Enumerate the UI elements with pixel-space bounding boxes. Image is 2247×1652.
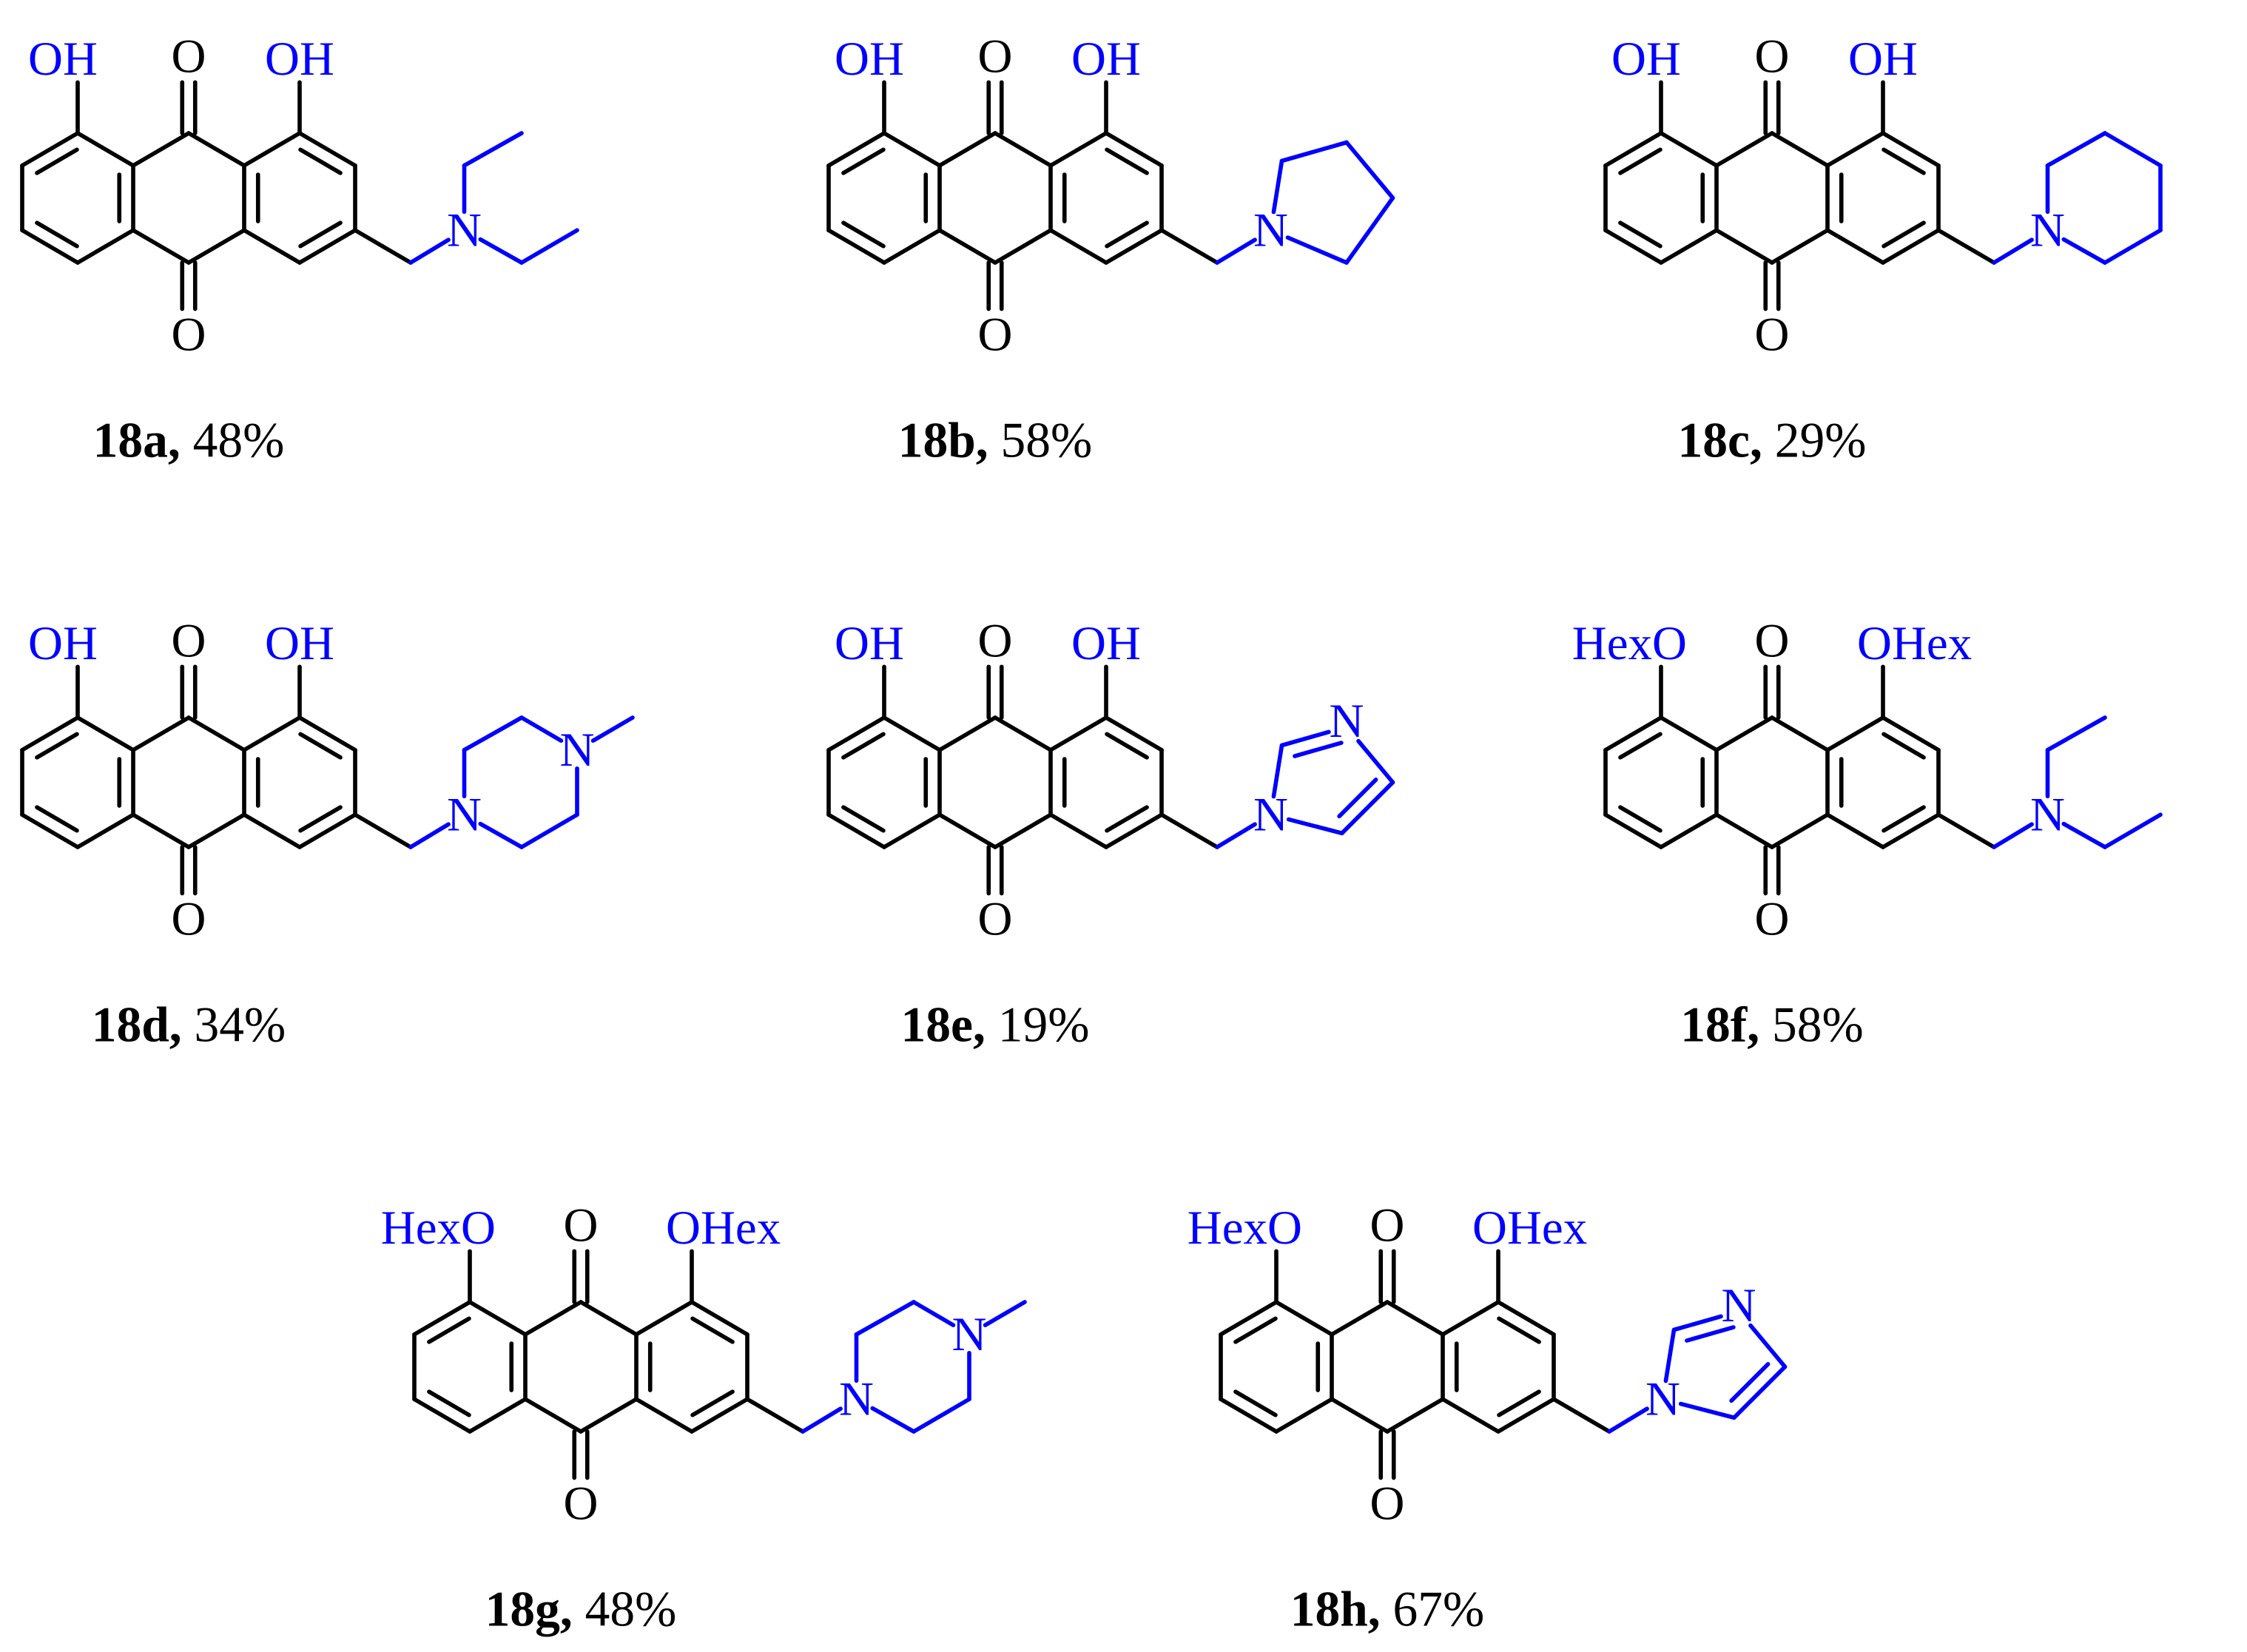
carbonyl-oxygen-top: O xyxy=(564,1198,599,1252)
caption-separator: , xyxy=(1368,1582,1393,1637)
compound-id: 18h xyxy=(1290,1582,1368,1637)
caption-separator: , xyxy=(169,997,195,1053)
imidazole-nitrogen: N xyxy=(1330,695,1364,748)
carbonyl-oxygen-top: O xyxy=(978,30,1013,83)
compound-yield: 34% xyxy=(195,997,286,1053)
carbonyl-oxygen-bottom: O xyxy=(978,893,1013,946)
caption-separator: , xyxy=(973,997,998,1053)
carbonyl-oxygen-top: O xyxy=(172,614,206,667)
compound-yield: 29% xyxy=(1775,413,1867,468)
compound-yield: 19% xyxy=(998,997,1090,1053)
caption-separator: , xyxy=(1747,997,1772,1053)
oxygen-substituent-left: OH xyxy=(28,33,98,86)
compound-caption: 18d, 34% xyxy=(92,997,286,1053)
oxygen-substituent-left: HexO xyxy=(381,1201,496,1255)
methyl-nitrogen: N xyxy=(952,1308,987,1361)
compound-yield: 48% xyxy=(193,413,285,468)
carbonyl-oxygen-top: O xyxy=(1755,30,1790,83)
carbonyl-oxygen-bottom: O xyxy=(1370,1477,1405,1531)
carbonyl-oxygen-top: O xyxy=(978,614,1013,667)
oxygen-substituent-right: OH xyxy=(1071,33,1141,86)
compound-id: 18c xyxy=(1678,413,1750,468)
imidazole-nitrogen: N xyxy=(1722,1279,1756,1332)
compound-id: 18b xyxy=(898,413,976,468)
amine-nitrogen: N xyxy=(1253,203,1288,257)
compound-id: 18a xyxy=(93,413,168,468)
carbonyl-oxygen-bottom: O xyxy=(172,893,206,946)
amine-nitrogen: N xyxy=(1253,788,1288,841)
compound-yield: 58% xyxy=(1001,413,1093,468)
oxygen-substituent-right: OH xyxy=(265,33,334,86)
oxygen-substituent-right: OH xyxy=(265,617,334,670)
carbonyl-oxygen-bottom: O xyxy=(978,309,1013,362)
caption-separator: , xyxy=(560,1582,585,1637)
oxygen-substituent-right: OHex xyxy=(666,1201,781,1255)
oxygen-substituent-left: OH xyxy=(1611,33,1681,86)
compound-18b: O O OH OH N 18b, 58% xyxy=(826,30,1395,468)
oxygen-substituent-left: HexO xyxy=(1187,1201,1302,1255)
oxygen-substituent-right: OH xyxy=(1071,617,1141,670)
oxygen-substituent-right: OH xyxy=(1848,33,1918,86)
compound-caption: 18a, 48% xyxy=(93,413,285,468)
oxygen-substituent-left: OH xyxy=(28,617,98,670)
compound-caption: 18h, 67% xyxy=(1290,1582,1485,1637)
amine-nitrogen: N xyxy=(1645,1372,1680,1426)
carbonyl-oxygen-top: O xyxy=(172,30,206,83)
methyl-nitrogen: N xyxy=(560,724,595,777)
caption-separator: , xyxy=(1750,413,1775,468)
compound-18e: O O OH OH NN 18e, 19% xyxy=(826,614,1395,1053)
carbonyl-oxygen-bottom: O xyxy=(1755,893,1790,946)
carbonyl-oxygen-bottom: O xyxy=(564,1477,599,1531)
compound-id: 18g xyxy=(485,1582,561,1637)
carbonyl-oxygen-top: O xyxy=(1370,1198,1405,1252)
compound-caption: 18f, 58% xyxy=(1680,997,1863,1053)
caption-separator: , xyxy=(976,413,1001,468)
oxygen-substituent-right: OHex xyxy=(1472,1201,1587,1255)
oxygen-substituent-right: OHex xyxy=(1857,617,1972,670)
compound-yield: 67% xyxy=(1393,1582,1485,1637)
caption-separator: , xyxy=(168,413,193,468)
carbonyl-oxygen-bottom: O xyxy=(172,309,206,362)
compound-caption: 18e, 19% xyxy=(901,997,1090,1053)
oxygen-substituent-left: OH xyxy=(835,617,904,670)
carbonyl-oxygen-top: O xyxy=(1755,614,1790,667)
compound-yield: 58% xyxy=(1772,997,1864,1053)
oxygen-substituent-left: HexO xyxy=(1572,617,1687,670)
carbonyl-oxygen-bottom: O xyxy=(1755,309,1790,362)
compound-id: 18f xyxy=(1680,997,1748,1053)
compound-caption: 18b, 58% xyxy=(898,413,1093,468)
compound-id: 18d xyxy=(92,997,169,1053)
compound-yield: 48% xyxy=(585,1582,677,1637)
compound-caption: 18g, 48% xyxy=(485,1582,677,1637)
oxygen-substituent-left: OH xyxy=(835,33,904,86)
compound-caption: 18c, 29% xyxy=(1678,413,1867,468)
compound-id: 18e xyxy=(901,997,973,1053)
